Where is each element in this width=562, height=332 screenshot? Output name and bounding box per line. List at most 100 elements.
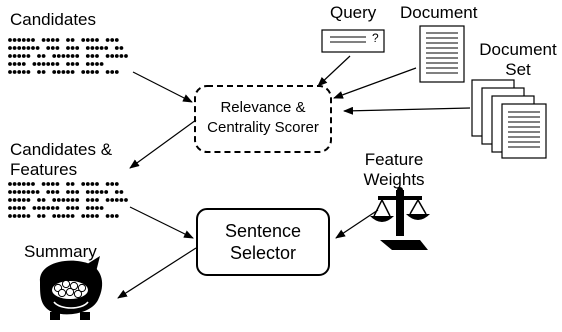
candidates-text-dot [8,38,12,42]
candidates-features-text-dot [81,214,86,218]
candidates-features-text-dot [66,206,70,210]
candidates-features-text-dot [105,214,110,218]
feature-weights-label-line-1: Feature [364,150,424,169]
candidates-features-text-dot [75,190,80,194]
candidates-features-text-dot [21,190,26,194]
candidates-text-dot [75,62,80,66]
candidates-features-text-dot [90,182,95,186]
candidates-features-text-dot [119,190,124,194]
candidates-text-dot [17,62,22,66]
candidates-features-text-dot [55,182,60,186]
candidates-features-text-dot [119,198,124,202]
candidates-features-text-dot [55,206,60,210]
candidates-features-text-dot [12,206,17,210]
candidates-features-text-dot [70,198,75,202]
candidates-features-text-dot [17,182,22,186]
candidates-text-block-icon [8,38,128,74]
coin-icon [61,279,71,289]
candidates-features-text-dot [66,190,70,194]
candidates-features-text-dot [21,206,26,210]
summary-label: Summary [24,242,97,261]
document-set-label-line-2: Set [505,60,531,79]
candidates-features-label-line-2: Features [10,160,78,179]
candidates-features-text-dot [26,198,31,202]
candidates-text-dot [110,54,115,58]
candidates-text-dot [56,70,61,74]
candidates-features-text-dot [50,206,55,210]
candidates-features-text-dot [95,206,99,210]
candidates-features-text-dot [124,198,128,202]
candidates-text-dot [37,54,41,58]
candidates-text-dot [12,38,17,42]
candidates-text-dot [52,54,57,58]
candidates-text-dot [124,54,128,58]
candidates-text-dot [66,46,70,50]
candidates-features-text-block-icon [8,182,128,218]
candidates-text-dot [8,70,12,74]
candidates-text-dot [105,70,110,74]
candidates-text-dot [61,54,66,58]
candidates-features-text-dot [110,214,115,218]
candidates-text-dot [55,38,60,42]
candidates-features-text-dot [90,190,95,194]
candidates-text-dot [12,62,17,66]
sentence-selector-box [196,208,330,276]
candidates-features-text-dot [52,198,57,202]
candidates-text-dot [119,54,124,58]
candidates-features-text-dot [90,206,95,210]
candidates-features-text-dot [35,190,40,194]
candidates-text-dot [85,38,90,42]
candidates-features-text-dot [17,206,22,210]
candidates-text-dot [90,38,95,42]
candidates-text-dot [37,70,41,74]
candidates-features-text-dot [41,214,46,218]
candidates-features-text-dot [105,198,110,202]
candidates-features-text-dot [70,190,75,194]
candidates-features-text-dot [41,198,46,202]
candidates-text-dot [17,46,22,50]
candidates-text-dot [12,46,17,50]
candidates-features-text-dot [50,190,55,194]
candidates-features-text-dot [95,214,99,218]
candidates-text-dot [46,46,51,50]
arrow-candidates-to-scorer [132,71,193,103]
candidates-text-dot [21,70,26,74]
candidates-features-text-dot [26,190,31,194]
arrow-document-to-scorer [333,67,417,99]
scorer-text-line-1: Relevance & [220,99,306,116]
document-label: Document [400,3,478,22]
candidates-text-dot [37,62,41,66]
candidates-text-dot [8,62,12,66]
candidates-features-text-dot [26,182,31,186]
candidates-features-text-dot [104,190,109,194]
candidates-features-text-dot [12,182,17,186]
candidates-features-text-dot [8,198,12,202]
feature-weights-label: Feature Weights [344,150,444,190]
candidates-text-dot [26,70,31,74]
candidates-features-text-dot [52,214,57,218]
candidates-text-dot [81,70,86,74]
candidates-text-dot [50,62,55,66]
candidates-features-text-dot [37,206,41,210]
candidates-text-dot [35,46,40,50]
candidates-text-dot [99,46,104,50]
candidates-features-text-dot [99,206,104,210]
candidates-text-dot [21,38,26,42]
candidates-label: Candidates [10,10,97,29]
candidates-text-dot [52,70,57,74]
candidates-features-text-dot [12,214,17,218]
candidates-text-dot [12,70,17,74]
candidates-features-text-dot [75,206,80,210]
query-mark: ? [372,31,379,45]
candidates-text-dot [21,46,26,50]
candidates-text-dot [70,62,75,66]
candidates-features-text-dot [85,214,90,218]
candidates-features-text-dot [114,182,119,186]
candidates-features-text-dot [8,206,12,210]
candidates-text-dot [26,46,31,50]
candidates-text-dot [66,70,70,74]
candidates-text-dot [114,70,119,74]
document-icon [419,25,465,83]
candidates-features-text-dot [81,182,86,186]
candidates-text-dot [66,62,70,66]
